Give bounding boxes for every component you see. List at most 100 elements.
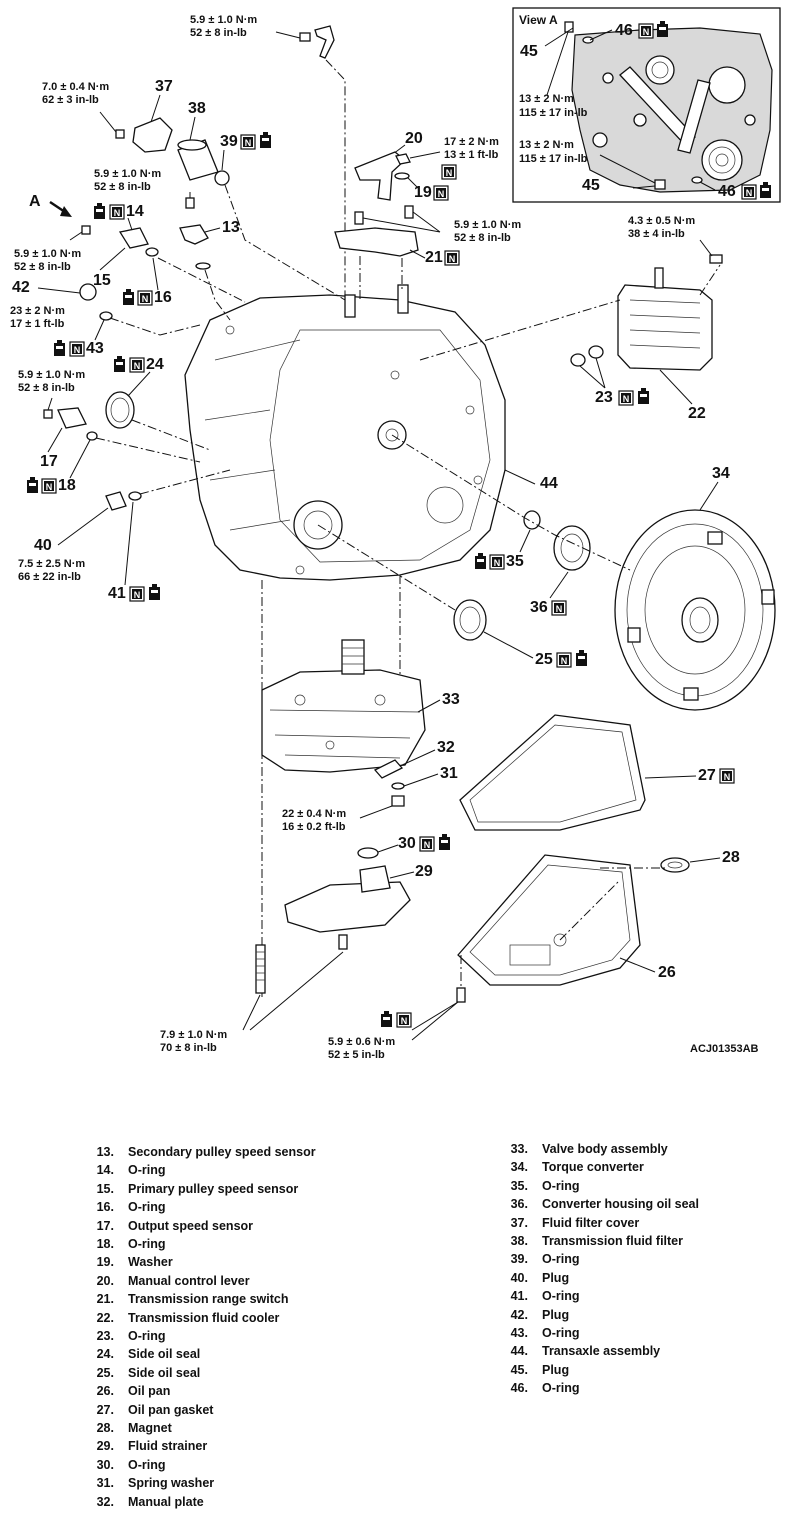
legend-number: 46. [510,1381,528,1396]
callout-25: 25 [535,651,553,668]
legend-number: 23. [96,1329,114,1343]
legend-part-name: Fluid strainer [128,1439,208,1454]
legend-row: 27.Oil pan gasket [84,1401,214,1419]
legend-part-name: Transmission fluid cooler [128,1310,280,1325]
torque-22-inlb: 38 ± 4 in-lb [628,228,685,240]
torque-22-nm: 4.3 ± 0.5 N·m [628,215,695,227]
legend-number: 42. [510,1307,528,1322]
legend-number: 37. [510,1215,528,1230]
torque-bolt-right-inlb: 52 ± 5 in-lb [328,1049,385,1061]
torque-view-a-2-inlb: 115 ± 17 in-lb [519,153,588,165]
torque-42-ftlb: 17 ± 1 ft-lb [10,318,65,330]
legend-part-name: Oil pan [128,1384,171,1399]
legend-part-name: Transaxle assembly [542,1344,661,1359]
torque-top-nm: 5.9 ± 1.0 N·m [190,14,257,26]
legend-part-name: Side oil seal [128,1365,201,1380]
legend-row: 20.Manual control lever [84,1272,250,1290]
callout-13: 13 [222,219,240,236]
callout-26: 26 [658,964,676,981]
torque-31-ftlb: 16 ± 0.2 ft-lb [282,821,346,833]
legend-number: 17. [96,1218,114,1233]
torque-converter-group: 34 44 35 36 25 [317,434,776,711]
transaxle-assembly [184,284,506,581]
torque-13-inlb: 52 ± 8 in-lb [94,181,151,193]
torque-top: 5.9 ± 1.0 N·m 52 ± 8 in-lb [190,14,346,300]
callout-31: 31 [440,765,458,782]
legend-number: 45. [510,1362,528,1377]
legend-row: 44. Transaxle assembly [498,1342,661,1360]
legend-row: 23.O-ring [84,1327,166,1345]
figure-code: ACJ01353AB [690,1043,759,1055]
legend-number: 34. [510,1160,528,1175]
callout-16: 16 [154,289,172,306]
callout-34: 34 [712,465,730,482]
legend-number: 24. [96,1347,114,1362]
legend-number: 25. [96,1365,114,1380]
callout-21: 21 [425,249,443,266]
legend-number: 27. [96,1402,114,1417]
torque-15-inlb: 52 ± 8 in-lb [14,261,71,273]
legend-number: 26. [96,1384,114,1399]
legend-number: 22. [96,1310,114,1325]
torque-31-nm: 22 ± 0.4 N·m [282,808,346,820]
callout-18: 18 [58,477,76,494]
legend-number: 13. [96,1145,114,1159]
callout-46a: 46 [615,22,633,39]
legend-number: 35. [510,1178,528,1193]
callout-17: 17 [40,453,58,470]
callout-30: 30 [398,835,416,852]
callout-32: 32 [437,739,455,756]
legend-row: 39. O-ring [498,1250,580,1268]
view-a-label: View A [519,13,558,27]
callout-20: 20 [405,130,423,147]
legend-part-name: Torque converter [542,1160,644,1175]
legend-number: 32. [96,1494,114,1509]
legend-row: 35. O-ring [498,1177,580,1195]
legend-row: 45. Plug [498,1361,569,1379]
legend-number: 14. [96,1163,114,1178]
torque-19-nm: 17 ± 2 N·m [444,136,499,148]
legend-row: 18.O-ring [84,1235,166,1253]
torque-19-ftlb: 13 ± 1 ft-lb [444,149,499,161]
legend-part-name: O-ring [542,1289,580,1304]
legend-part-name: O-ring [542,1178,580,1193]
legend-row: 13.Secondary pulley speed sensor [84,1143,316,1161]
torque-top-inlb: 52 ± 8 in-lb [190,27,247,39]
torque-37-nm: 7.0 ± 0.4 N·m [42,81,109,93]
legend-row: 21.Transmission range switch [84,1290,289,1308]
legend-number: 44. [510,1344,528,1359]
legend-part-name: Side oil seal [128,1347,201,1362]
legend-part-name: O-ring [128,1457,166,1472]
callout-29: 29 [415,863,433,880]
callout-33: 33 [442,691,460,708]
torque-21-inlb: 52 ± 8 in-lb [454,232,511,244]
legend-row: 14. O-ring [84,1161,166,1179]
torque-bolt-left-inlb: 70 ± 8 in-lb [160,1042,217,1054]
legend-row: 25. Side oil seal [84,1364,201,1382]
callout-42: 42 [12,279,30,296]
callout-36: 36 [530,599,548,616]
legend-number: 43. [510,1326,528,1340]
legend-part-name: O-ring [542,1326,580,1340]
legend-number: 20. [96,1273,114,1288]
exploded-view-diagram: N View A 45 46 [10,7,781,1061]
legend-row: 38. Transmission fluid filter [498,1232,683,1250]
torque-21-nm: 5.9 ± 1.0 N·m [454,219,521,231]
legend-part-name: Plug [542,1362,570,1377]
legend-part-name: O-ring [542,1252,580,1267]
legend-number: 38. [510,1234,528,1248]
legend-part-name: Converter housing oil seal [542,1197,699,1212]
legend-number: 29. [96,1439,114,1454]
legend-row: 15.Primary pulley speed sensor [84,1180,299,1198]
legend-part-name: Plug [542,1270,570,1285]
legend-row: 42.Plug [498,1306,569,1324]
legend-part-name: Washer [128,1255,173,1270]
callout-14: 14 [126,203,144,220]
legend-number: 39. [510,1252,528,1267]
legend-number: 19. [96,1255,114,1270]
callout-28: 28 [722,849,740,866]
legend-part-name: O-ring [128,1163,166,1178]
legend-part-name: Transmission fluid filter [542,1234,683,1248]
legend-number: 16. [96,1200,114,1215]
